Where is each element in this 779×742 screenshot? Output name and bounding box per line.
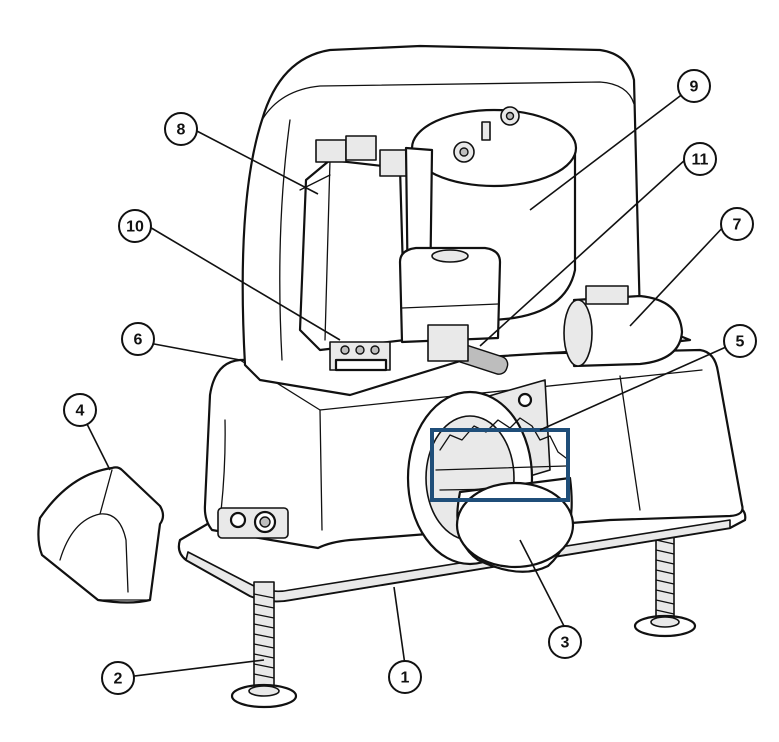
callout-1: 1 [388,660,422,694]
end-cap [37,466,165,604]
callout-2-label: 2 [114,671,123,688]
callout-7: 7 [720,207,754,241]
callout-11: 11 [683,142,717,176]
leader-lines [79,92,727,679]
callout-6: 6 [121,322,155,356]
callout-10: 10 [118,209,152,243]
terminal-block [329,341,391,372]
bolt-left [230,581,298,709]
highlight-box [430,428,570,502]
callout-6-label: 6 [134,332,143,349]
callout-5: 5 [723,324,757,358]
callout-7-label: 7 [733,217,742,234]
callout-10-label: 10 [126,219,144,236]
callout-9-label: 9 [690,79,699,96]
callout-8-label: 8 [177,122,186,139]
callout-8: 8 [164,112,198,146]
callout-4: 4 [63,393,97,427]
callout-11-label: 11 [692,152,709,169]
callout-4-label: 4 [76,403,85,420]
callout-3: 3 [548,625,582,659]
bolt-right [633,529,697,638]
callout-5-label: 5 [736,334,745,351]
callout-2: 2 [101,661,135,695]
drive-cover [455,476,575,573]
callout-9: 9 [677,69,711,103]
capacitor [563,285,684,368]
callout-1-label: 1 [401,670,410,687]
callout-3-label: 3 [561,635,570,652]
release-lever [398,246,509,375]
